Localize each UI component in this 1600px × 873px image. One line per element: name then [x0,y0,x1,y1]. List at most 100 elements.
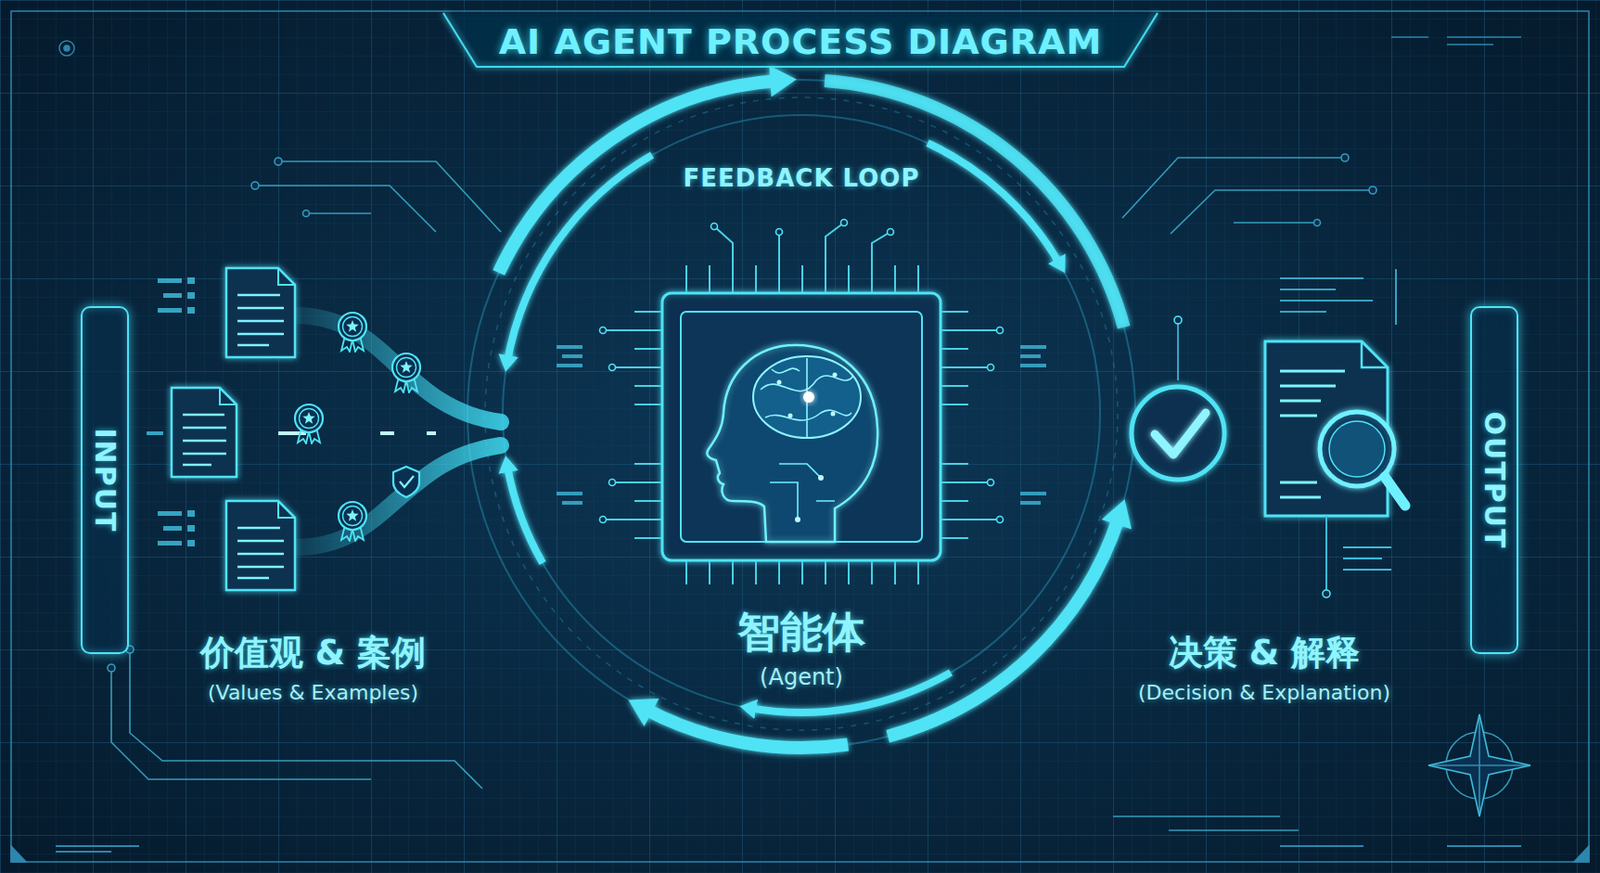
values-documents [163,293,182,298]
node-heading: OUTPUT [1477,410,1511,550]
decision-icons [1326,515,1392,594]
values-documents [157,278,182,283]
feedback-ring [467,79,1136,748]
circuit-trace [1369,186,1377,194]
values-documents [294,315,501,423]
decision-icons [1131,386,1225,480]
values-documents [171,387,237,477]
decision-icons [1329,421,1385,477]
agent-chip [706,345,878,542]
decision-icons [1361,341,1388,368]
agent-chip [600,516,607,524]
compass-rose [1428,714,1531,817]
agent-chip [556,363,583,368]
decision-icons [1154,412,1206,455]
agent-chip [940,311,1000,538]
agent-chip [562,500,583,505]
values-documents [236,424,501,442]
agent-chip [711,223,718,231]
agent-chip [1020,500,1041,505]
feedback-ring [502,115,1101,713]
circuit-trace [274,157,282,166]
agent-chip [794,516,801,523]
values-documents [187,292,195,299]
flow-arrow [1035,427,1097,439]
agent-chip [602,222,1000,585]
values-documents [393,466,420,498]
values-documents [219,268,295,518]
circuit-trace [107,153,1377,831]
values-documents [157,511,182,516]
agent-chip [997,327,1004,334]
agent-chip [686,560,919,585]
agent-chip [609,364,616,372]
agent-chip [686,222,919,294]
agent-chip [887,229,895,236]
label-slot: FEEDBACK LOOP [683,164,921,192]
agent-chip [997,516,1004,524]
agent-chip [562,354,583,359]
decision-icons [1131,268,1406,598]
circuit-trace [1122,157,1373,234]
feedback-ring [499,80,1125,748]
agent-chip [609,479,616,487]
agent-chip [818,474,824,481]
node-heading: 决策 & 解释 [1168,632,1360,674]
values-documents [294,445,501,548]
feedback-ring [507,465,543,564]
stage-group: 决策 & 解释(Decision & Explanation) [1109,265,1420,715]
frame [11,845,1589,862]
circuit-trace [1341,153,1349,162]
agent-chip [776,229,783,236]
values-documents [338,312,367,352]
values-documents [278,431,436,436]
values-documents [338,501,367,541]
agent-chip [777,380,782,385]
node-heading: 智能体 [737,606,866,658]
agent-chip [680,311,922,542]
connector-group [486,433,1458,435]
values-documents [187,524,195,532]
agent-chip [777,372,838,524]
agent-chip [803,391,815,403]
agent-chip [556,345,583,349]
node-subtitle: (Agent) [759,663,844,692]
values-documents [182,294,284,578]
values-documents [294,404,323,444]
compass-rose [1428,714,1531,817]
feedback-ring [485,97,1118,730]
agent-chip [841,219,848,227]
agent-chip [1020,363,1047,368]
flow-arrow [1419,427,1458,439]
values-documents [392,353,421,393]
loop-label: FEEDBACK LOOP [683,164,921,192]
values-documents [171,268,295,590]
agent-chip [832,372,838,378]
frame [11,11,1589,862]
values-documents [157,540,182,546]
stage-group: 价值观 & 案例(Values & Examples) [139,265,487,715]
agent-chip [600,327,607,334]
values-documents [146,268,501,590]
frame [11,11,1589,862]
io-bar: OUTPUT [1470,306,1519,654]
values-documents [146,431,164,436]
decision-icons [1174,316,1182,324]
node-subtitle: (Values & Examples) [207,679,419,706]
decision-icons [1322,589,1331,598]
agent-chip [760,358,854,438]
agent-chip [1020,491,1047,496]
agent-chip [788,413,794,419]
feedback-ring [467,79,1136,748]
feedback-ring [824,80,1125,328]
values-documents [226,268,295,358]
flow-arrow [486,427,555,439]
